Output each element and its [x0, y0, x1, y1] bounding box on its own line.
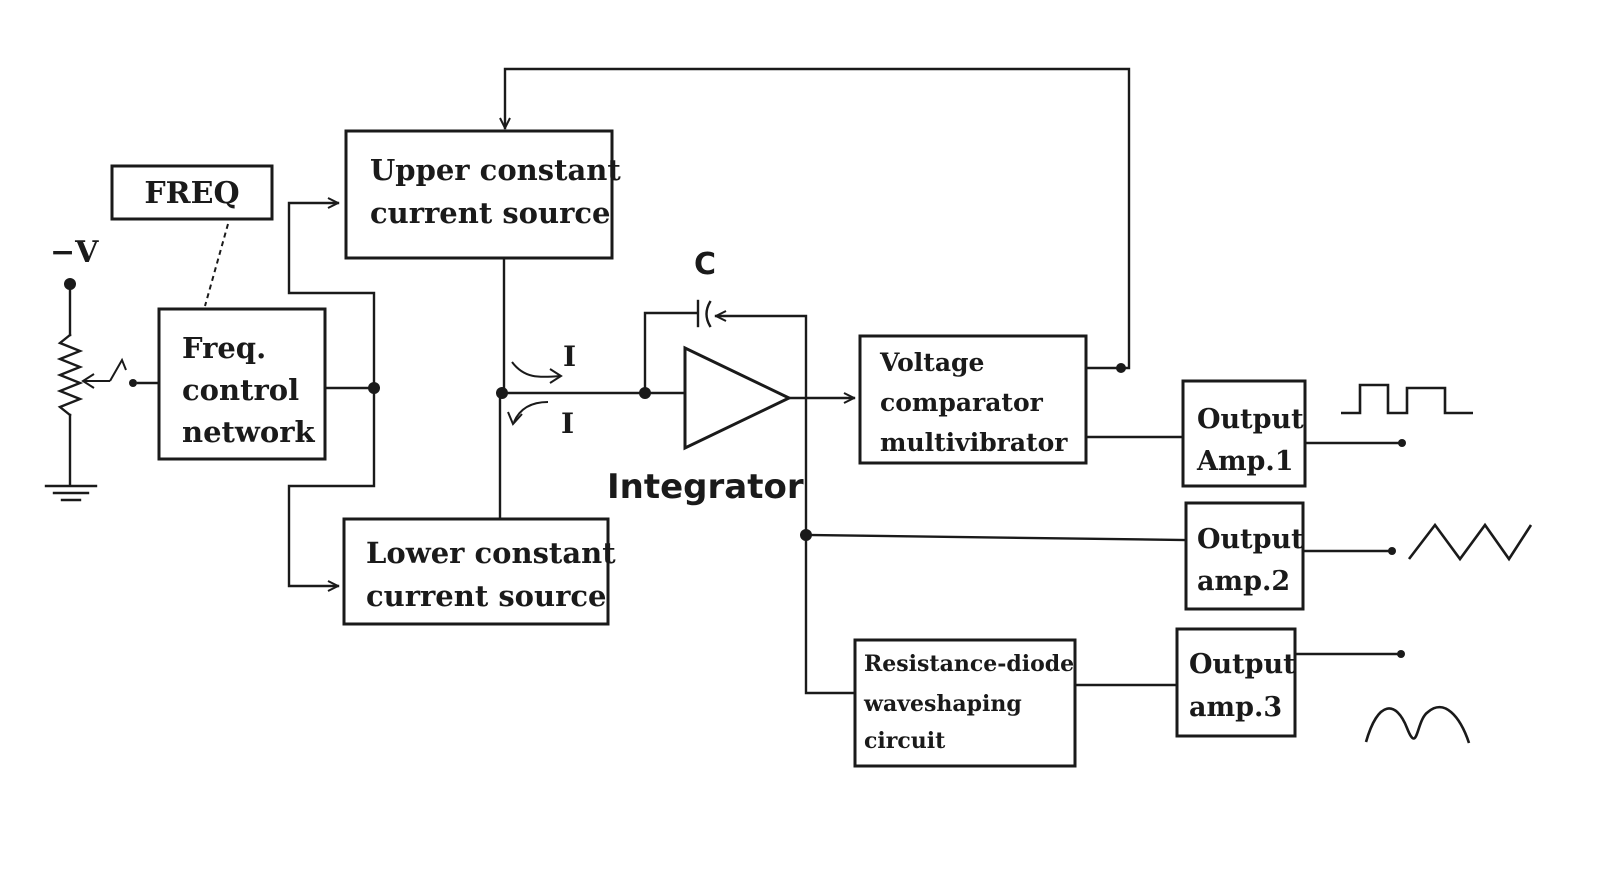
current-arrow-upper [511, 361, 561, 378]
potentiometer-resistor [56, 333, 84, 417]
integrator-to-waveshaper-wire [804, 533, 857, 695]
output-amp1-text: Output Amp.1 [1196, 404, 1313, 477]
output-amp3-block [1175, 627, 1297, 738]
output-amp1-block [1181, 379, 1307, 488]
sine-wave-icon [1364, 705, 1471, 744]
network-to-upper-wire [287, 203, 376, 390]
amp2-output-terminal [1388, 547, 1396, 555]
wiper-arrow-head [81, 373, 95, 389]
amp3-output-terminal [1397, 650, 1405, 658]
lower-source-block [342, 517, 610, 626]
freq-control-network-block [157, 307, 327, 461]
capacitor-left-wire [643, 311, 699, 395]
integrator-label: Integrator [607, 467, 804, 507]
output-amp3-text: Output amp.3 [1189, 649, 1305, 723]
current-label-lower: I [561, 407, 574, 440]
comparator-block [858, 334, 1088, 465]
minus-v-terminal [64, 278, 76, 290]
freq-label: FREQ [144, 176, 239, 211]
network-to-lower-wire [287, 386, 376, 586]
capacitor-right-wire [714, 316, 808, 537]
integrator-to-amp2-wire [804, 533, 1188, 542]
current-label-upper: I [563, 340, 576, 373]
square-wave-icon [1341, 383, 1473, 415]
freq-label-box [110, 164, 274, 221]
integrator-amplifier [683, 345, 793, 451]
output-amp2-text: Output amp.2 [1197, 524, 1313, 597]
minus-v-label: −V [50, 235, 99, 270]
current-arrow-lower-head [507, 411, 523, 426]
current-arrow-upper-head [549, 368, 563, 384]
amp1-output-terminal [1398, 439, 1406, 447]
network-junction-dot [368, 382, 380, 394]
freq-dashed-link [204, 223, 229, 307]
upper-source-block [344, 129, 614, 260]
lower-source-text: Lower constant current source [366, 536, 626, 613]
comparator-feedback-wire [505, 67, 1131, 370]
waveshaper-block [853, 638, 1077, 768]
capacitor-plate-right [705, 300, 712, 328]
source-junction-dot [496, 387, 508, 399]
waveshaper-text: Resistance-diode waveshaping circuit [863, 651, 1082, 754]
freq-network-text: Freq. control network [182, 331, 316, 449]
current-arrow-lower [513, 401, 549, 423]
integrator-output-dot [800, 529, 812, 541]
integrator-input-dot [639, 387, 651, 399]
output-amp2-block [1184, 501, 1305, 611]
upper-source-text: Upper constant current source [370, 153, 631, 230]
capacitor-label: C [694, 247, 716, 282]
triangle-wave-icon [1407, 522, 1533, 562]
comparator-feedback-dot [1116, 363, 1126, 373]
comparator-text: Voltage comparator multivibrator [879, 348, 1068, 457]
switch-pivot-dot [129, 379, 137, 387]
wiper-switch [109, 357, 127, 382]
